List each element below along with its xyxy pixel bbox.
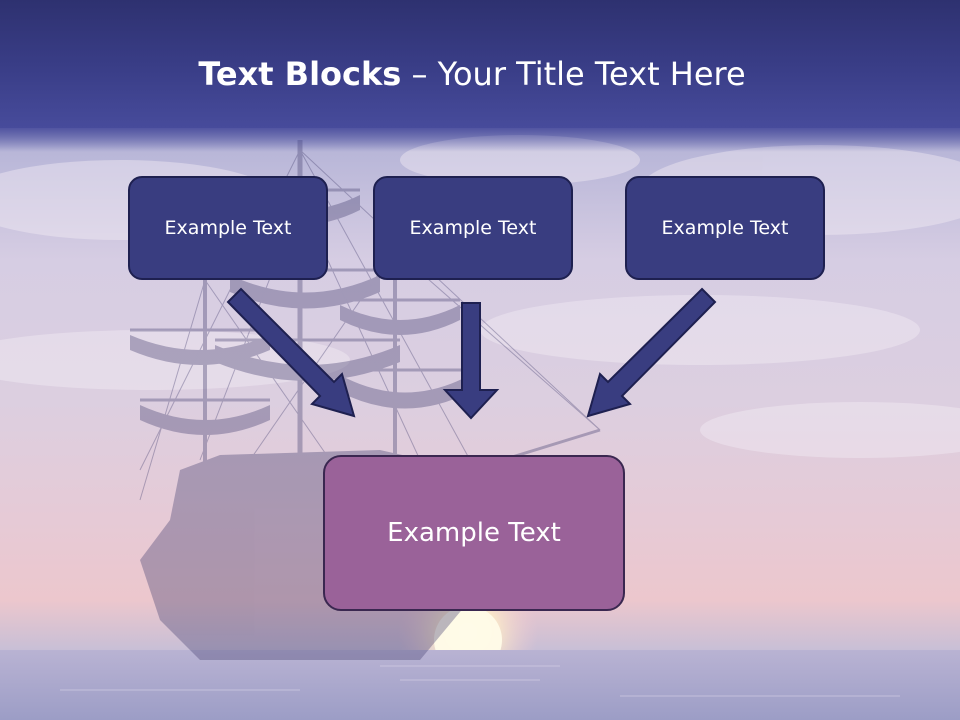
text-block-left[interactable]: Example Text <box>128 176 328 280</box>
text-block-right-label: Example Text <box>661 217 789 239</box>
text-block-right[interactable]: Example Text <box>625 176 825 280</box>
sea <box>0 650 960 720</box>
text-block-bottom-label: Example Text <box>387 518 561 548</box>
text-block-center[interactable]: Example Text <box>373 176 573 280</box>
text-block-left-label: Example Text <box>164 217 292 239</box>
text-block-bottom[interactable]: Example Text <box>323 455 625 611</box>
slide-title: Text Blocks – Your Title Text Here <box>0 54 944 94</box>
title-band <box>0 0 960 152</box>
text-block-center-label: Example Text <box>409 217 537 239</box>
slide-title-rest: – Your Title Text Here <box>401 55 746 93</box>
slide-title-bold: Text Blocks <box>198 55 402 93</box>
